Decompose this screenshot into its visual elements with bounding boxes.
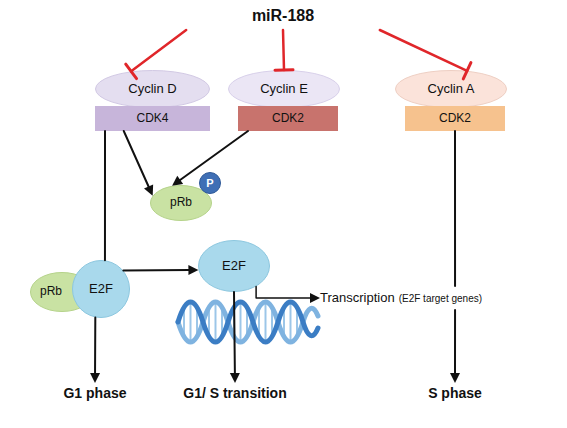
inhibition-edge <box>380 30 471 79</box>
arrow-head <box>310 293 320 303</box>
mirna-label: miR-188 <box>180 2 386 30</box>
node-shape <box>396 71 507 108</box>
arrow-edge <box>104 131 105 260</box>
cdk-box: CDK2 <box>405 106 505 131</box>
inhibition-edge <box>126 30 186 79</box>
node-text: pRb <box>40 285 62 298</box>
arrow-edge <box>455 131 456 286</box>
edge-line <box>454 131 456 286</box>
node-text: CDK2 <box>439 112 471 125</box>
arrow-head <box>230 373 240 383</box>
node-text: pRb <box>170 196 192 209</box>
node-text: Cyclin D <box>128 82 176 96</box>
node-text: E2F <box>89 282 113 296</box>
node-text: E2F <box>222 259 246 273</box>
edge-line <box>123 269 189 272</box>
inhibition-bar <box>463 63 471 79</box>
edge-line <box>454 310 456 374</box>
node-shape <box>199 241 270 292</box>
node-shape <box>96 71 210 108</box>
arrow-edge <box>230 292 240 383</box>
node-shape <box>200 173 221 194</box>
arrow-head <box>188 265 198 275</box>
cdk-box: CDK4 <box>95 106 210 131</box>
edge-line <box>124 131 149 187</box>
inhibition-bar <box>126 64 137 78</box>
protein-ellipse: E2F <box>198 240 270 292</box>
arrow-head <box>144 185 153 196</box>
dna-strand <box>178 302 318 342</box>
edge-line <box>179 131 248 180</box>
inhibition-edge <box>275 30 293 70</box>
node-text: CDK2 <box>272 112 304 125</box>
cyclin-ellipse: Cyclin A <box>395 70 507 108</box>
node-text: G1 phase <box>63 386 126 401</box>
dna-rung <box>290 302 292 342</box>
phase-label: G1 phase <box>40 383 150 405</box>
arrow-edge <box>172 131 248 186</box>
node-text: (E2F target genes) <box>399 293 482 304</box>
edge-line <box>94 317 96 374</box>
cdk-box: CDK2 <box>238 106 338 131</box>
node-text: P <box>206 177 213 189</box>
edge-line <box>131 30 186 71</box>
edge-line <box>283 30 284 70</box>
node-text: G1/ S transition <box>183 386 286 401</box>
arrow-edge <box>450 310 460 383</box>
arrow-head <box>90 373 100 383</box>
arrow-edge <box>123 265 198 275</box>
phase-label: S phase <box>405 383 505 405</box>
arrow-head <box>450 373 460 383</box>
node-shape <box>73 261 130 318</box>
arrow-edge <box>124 131 153 196</box>
protein-circle: E2F <box>72 260 130 318</box>
dna-rung <box>265 302 267 342</box>
edge-line <box>256 287 311 298</box>
edge-line <box>233 292 236 374</box>
edge-line <box>104 131 106 260</box>
inhibition-bar <box>275 68 293 71</box>
cyclin-ellipse: Cyclin E <box>228 70 340 108</box>
transcription-label: Transcription (E2F target genes) <box>320 286 505 310</box>
edge-line <box>380 30 467 71</box>
arrow-head <box>172 176 183 186</box>
dna-rung <box>240 302 242 342</box>
node-text: S phase <box>428 386 482 401</box>
dna-rung <box>215 302 217 342</box>
dna-rung <box>190 302 192 342</box>
node-text: Cyclin A <box>428 82 475 96</box>
node-text: CDK4 <box>136 112 168 125</box>
arrow-edge <box>256 287 320 303</box>
cyclin-ellipse: Cyclin D <box>95 70 210 108</box>
node-text: Transcription <box>320 291 395 305</box>
arrow-edge <box>90 317 100 383</box>
node-text: miR-188 <box>252 7 314 25</box>
phosphate-circle: P <box>199 172 221 194</box>
node-text: Cyclin E <box>260 82 308 96</box>
node-shape <box>229 71 340 108</box>
dna-strand <box>178 302 318 342</box>
phase-label: G1/ S transition <box>160 383 310 405</box>
